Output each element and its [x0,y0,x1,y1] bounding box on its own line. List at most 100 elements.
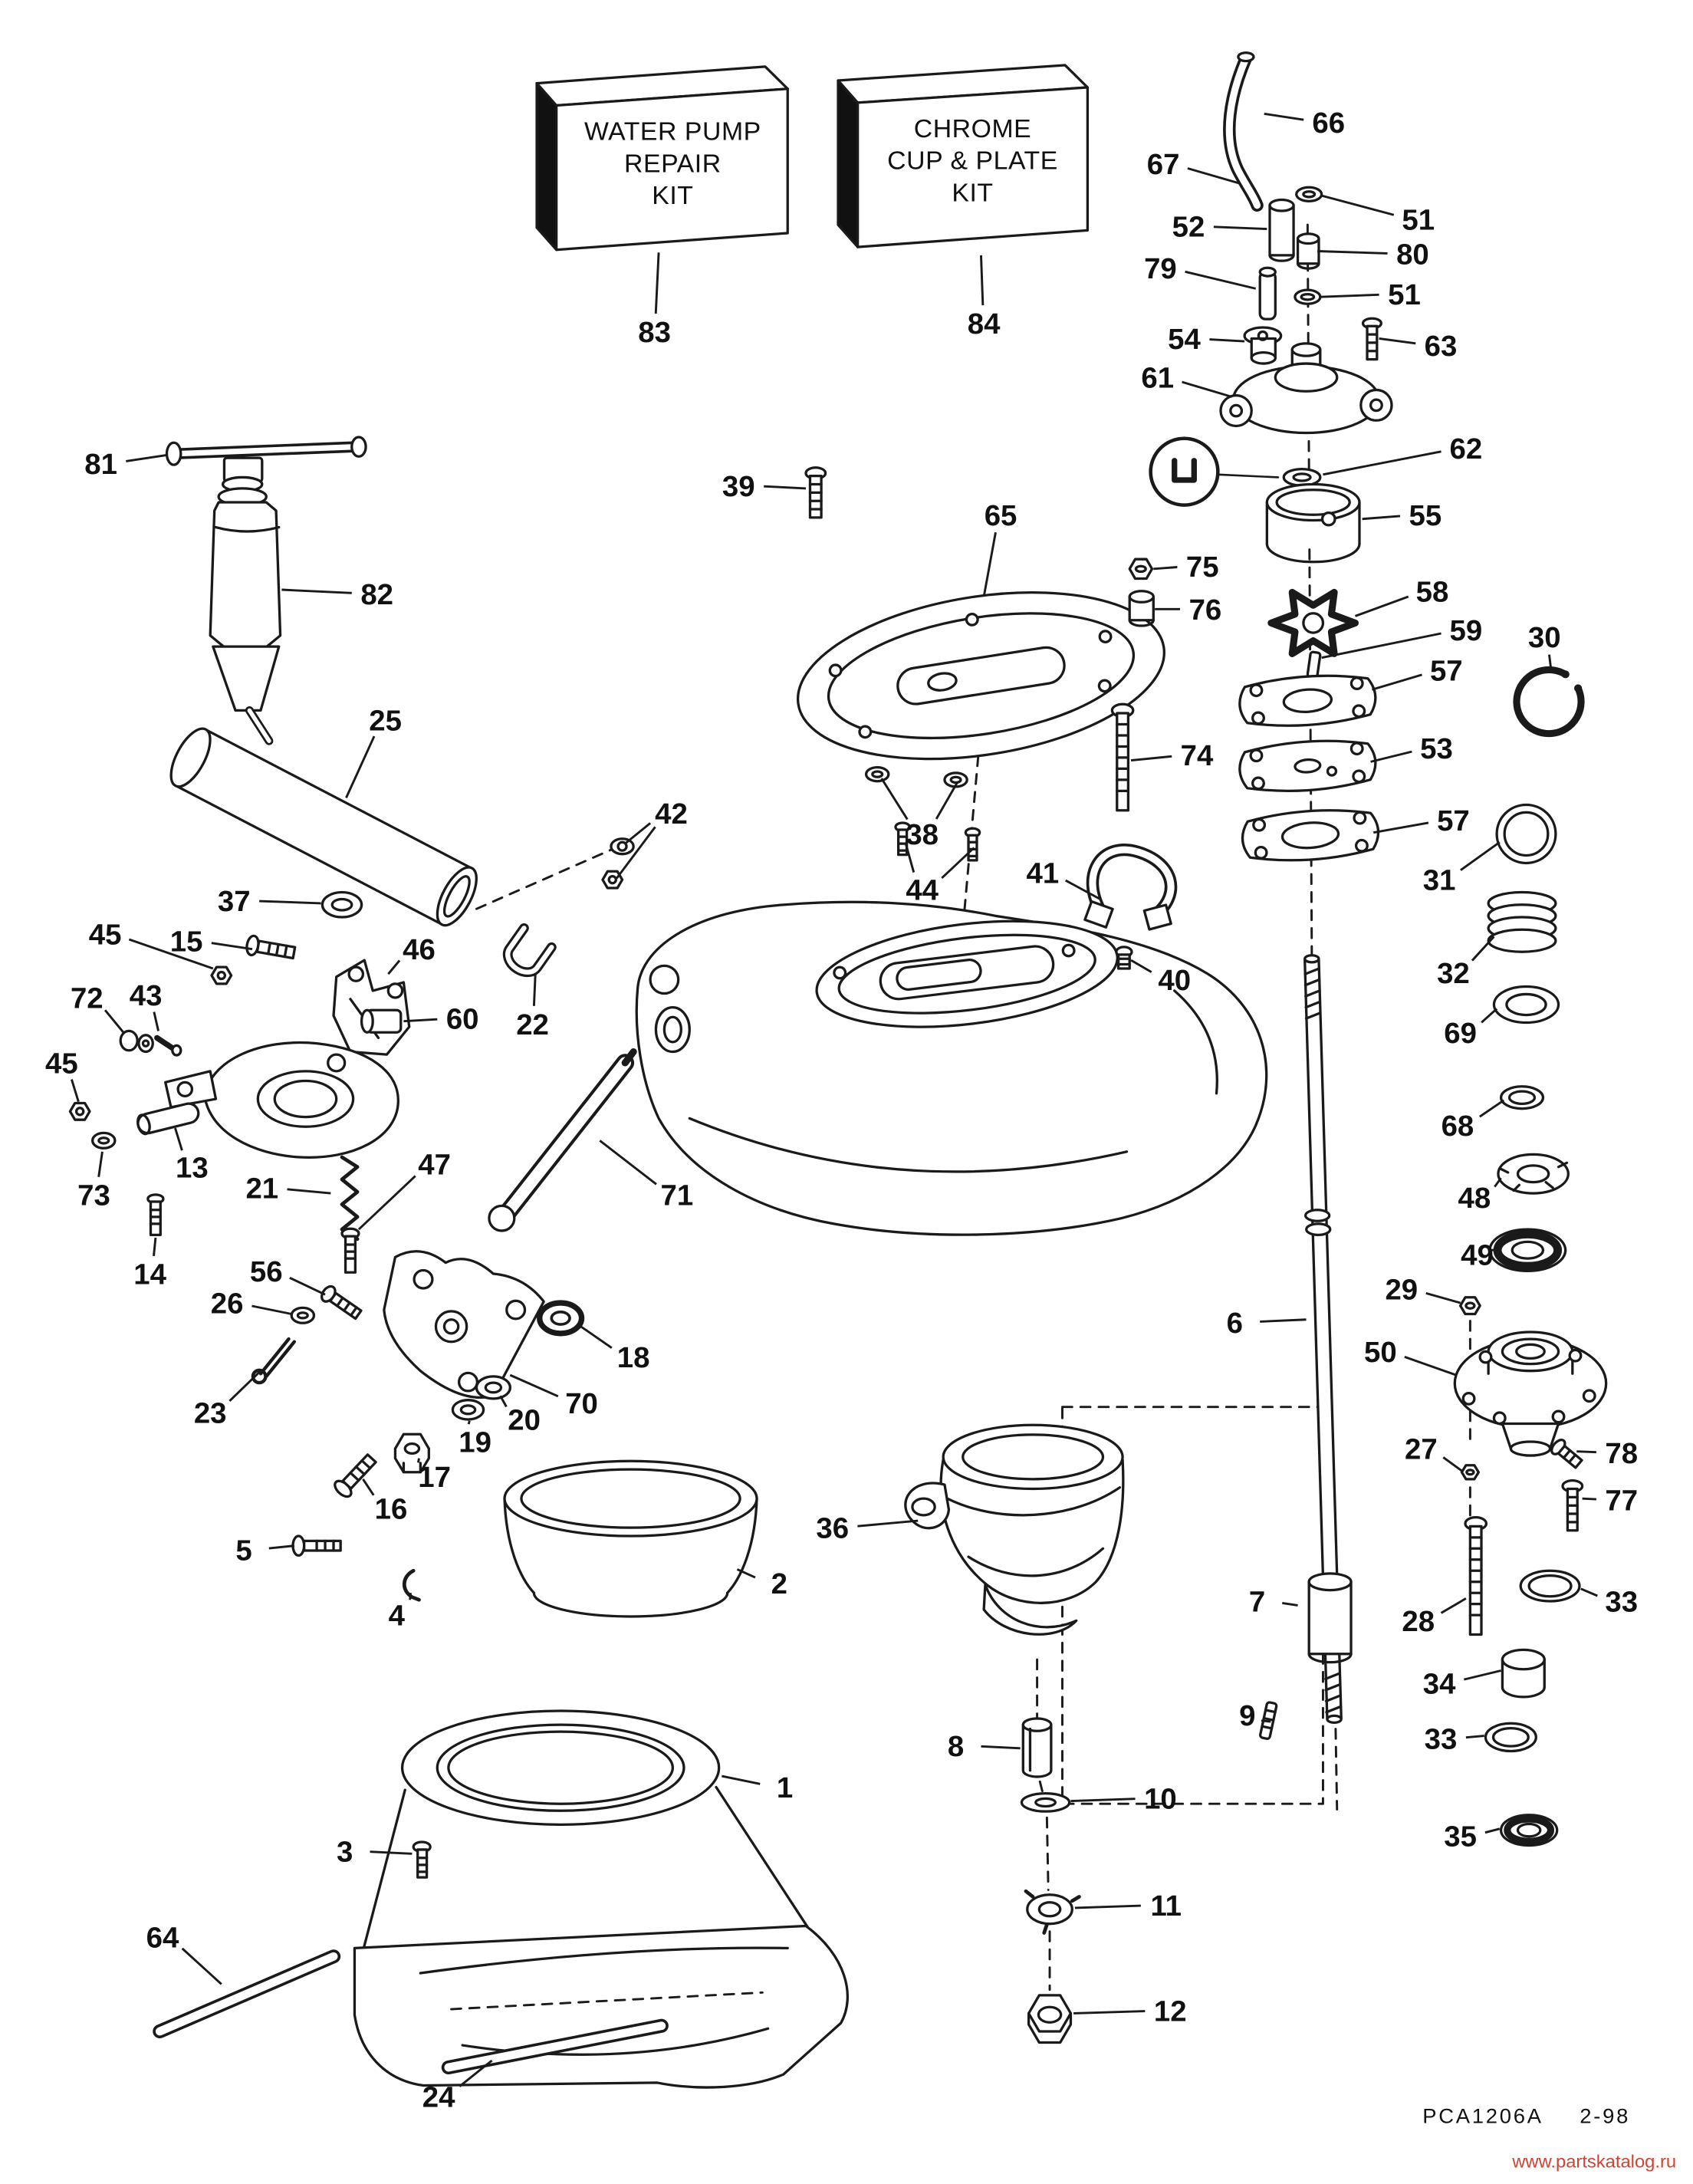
leader-line-66 [1264,112,1304,121]
callout-42: 42 [655,798,688,831]
part-57-gasket-lower [1241,809,1380,862]
part-76-bushing [1128,590,1155,627]
part-77-screw [1561,1479,1584,1532]
callout-81: 81 [84,448,117,481]
leader-line-50 [1404,1356,1457,1377]
callout-79: 79 [1144,252,1177,285]
leader-line-64 [181,1947,222,1985]
leader-line-32 [1471,936,1495,962]
leader-line-29 [1425,1291,1461,1304]
leader-line-44 [904,841,916,873]
callout-60: 60 [446,1003,479,1036]
part-8-bushing [1021,1717,1053,1778]
callout-73: 73 [77,1179,110,1212]
callout-5: 5 [235,1534,251,1567]
leader-line-10 [1070,1798,1136,1803]
part-37-ring [321,890,363,919]
kit-box-84-label-line-3: KIT [952,179,993,208]
callout-15: 15 [170,926,203,959]
part-80-bushing [1296,232,1320,270]
watermark-text: www.partskatalog.ru [1511,2152,1676,2172]
part-15-screw [245,934,297,960]
part-66-hose [1223,51,1264,212]
part-57-gasket-upper [1238,674,1377,727]
leader-line-27 [1442,1456,1463,1472]
leader-line-43 [153,1011,159,1031]
part-51-ring-lower [1294,288,1322,305]
part-19-washer [451,1399,485,1421]
part-54-cap [1243,326,1283,365]
leader-line-12 [1073,2010,1146,2015]
part-21-spring [340,1155,360,1242]
leader-line-30 [1548,654,1553,673]
leader-line-20 [499,1395,508,1408]
kit-box-84-label-line-2: CUP & PLATE [887,147,1058,176]
kit-box-84-label-line-1: CHROME [914,115,1031,143]
part-41-hose [1083,844,1178,931]
chrome-cup-plate-kit-box [837,64,1090,248]
leader-line-9 [1261,1719,1271,1723]
callout-18: 18 [617,1341,650,1374]
callout-35: 35 [1444,1821,1477,1853]
callout-56: 56 [250,1255,283,1288]
part-28-bolt [1464,1515,1488,1636]
part-59-key [1306,650,1322,679]
leader-line-16 [362,1478,375,1496]
leader-line-45 [71,1079,80,1103]
part-52-cylinder [1268,198,1295,262]
leader-line-77 [1582,1497,1596,1501]
kit-box-83-label-line-3: KIT [652,182,693,210]
part-12-nut [1027,1994,1073,2044]
leader-line-58 [1354,595,1409,617]
callout-65: 65 [985,499,1017,532]
callout-31: 31 [1423,864,1456,897]
leader-line-60 [403,1018,438,1023]
callout-21: 21 [245,1173,278,1205]
callout-33: 33 [1605,1586,1638,1619]
leader-line-1 [722,1774,761,1785]
part-68-o-ring [1499,1085,1545,1110]
kit-box-83-label-line-2: REPAIR [624,150,722,179]
callout-70: 70 [565,1387,598,1420]
drawing-code-value: PCA1206A [1422,2104,1543,2128]
leader-line-80 [1317,250,1388,255]
callout-83: 83 [638,316,671,349]
part-35-seal [1499,1814,1559,1847]
leader-line-51 [1321,194,1395,216]
leader-line-72 [104,1009,124,1034]
part-48-wave-washer [1497,1153,1570,1195]
part-51-ring-upper [1295,186,1323,202]
callout-52: 52 [1172,211,1205,244]
part-22-u-clip [502,923,557,978]
callout-78: 78 [1605,1437,1638,1470]
part-24-rod [441,2018,669,2075]
leader-line-13 [174,1127,183,1151]
callout-32: 32 [1437,957,1470,990]
leader-line-74 [1130,755,1172,761]
part-46-bracket [332,959,411,1056]
leader-line-25 [345,735,376,799]
leader-line-63 [1379,337,1416,345]
callout-54: 54 [1168,323,1201,356]
callout-66: 66 [1312,107,1345,140]
leader-line-62 [1323,450,1442,476]
callout-74: 74 [1181,739,1214,772]
leader-line-42 [616,826,656,880]
callout-44: 44 [906,874,939,907]
part-18-grommet [537,1300,585,1337]
leader-line-14 [153,1237,157,1257]
leader-line-41 [1064,879,1101,900]
leader-line-4 [409,1593,413,1600]
leader-line-33 [1465,1735,1484,1739]
part-31-o-ring [1495,803,1557,865]
part-17-nut [393,1432,430,1474]
part-3-screw [412,1840,432,1879]
leader-line-8 [981,1745,1021,1750]
callout-36: 36 [816,1512,849,1545]
callout-45: 45 [89,918,122,951]
leader-line-5 [268,1544,294,1550]
part-14-screw [146,1193,165,1236]
kit-box-84-text: CHROME CUP & PLATE KIT [887,115,1058,208]
